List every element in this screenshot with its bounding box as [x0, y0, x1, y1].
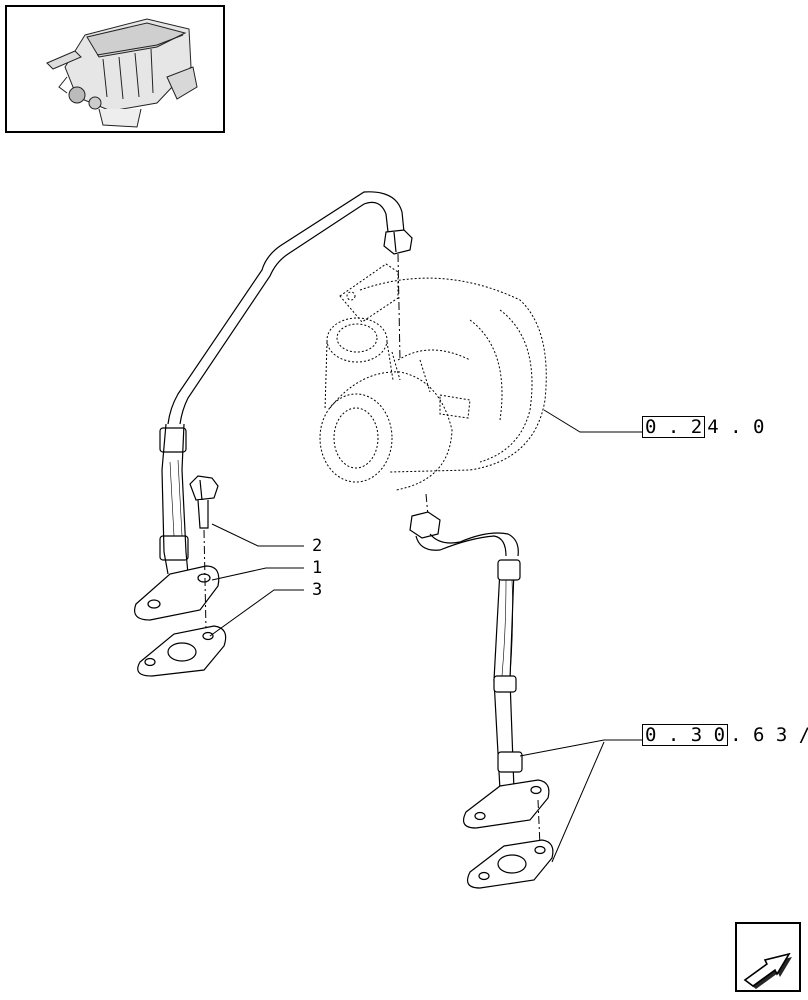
next-page-arrow-icon [743, 952, 792, 989]
leader-lines [209, 409, 642, 863]
callout-3: 3 [312, 580, 322, 600]
callout-2: 2 [312, 536, 322, 556]
oil-feed-pipe [159, 191, 405, 575]
next-page-button[interactable] [735, 922, 801, 992]
callout-1: 1 [312, 558, 322, 578]
drain-pipe-reference-tail: . 6 3 / [730, 724, 808, 746]
drain-gasket [467, 839, 554, 889]
oil-drain-pipe [415, 532, 523, 791]
feed-gasket [137, 625, 227, 677]
drain-pipe-reference-boxed: 0 . 3 0 [642, 724, 729, 746]
feed-flange [134, 565, 220, 621]
feed-union-nut [383, 229, 413, 255]
engine-thumbnail-icon [46, 18, 198, 128]
turbocharger-reference-tail: 4 . 0 [707, 416, 765, 438]
bolt [189, 475, 219, 529]
turbocharger-reference-boxed: 0 . 2 [642, 416, 706, 438]
engine-thumbnail [5, 5, 225, 133]
drain-flange-axis-line [537, 799, 541, 847]
turbocharger [319, 263, 547, 491]
drain-flange [463, 779, 550, 829]
drain-union-nut [409, 511, 441, 539]
feed-axis-line [397, 253, 401, 361]
bolt-axis-line [203, 529, 207, 631]
drain-pipe-reference[interactable]: 0 . 3 0. 6 3 / [642, 724, 808, 746]
